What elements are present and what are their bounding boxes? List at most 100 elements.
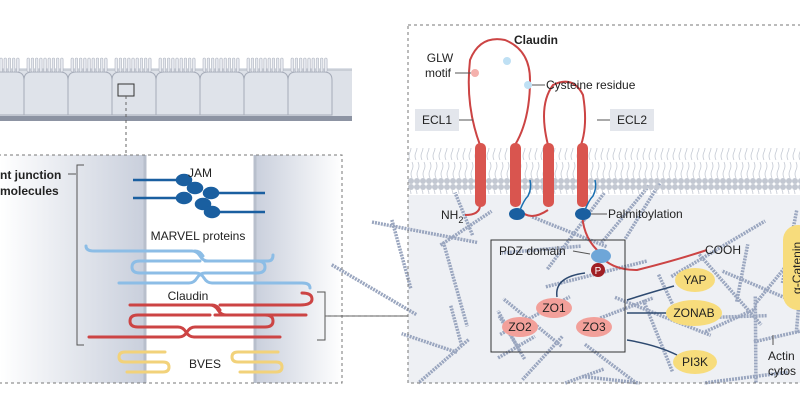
microvillus bbox=[79, 57, 83, 73]
actin-filament bbox=[581, 374, 640, 385]
group-label: molecules bbox=[0, 184, 59, 198]
microvillus bbox=[123, 57, 127, 73]
microvillus bbox=[320, 57, 324, 73]
epithelial-cell bbox=[243, 71, 289, 116]
actin-filament bbox=[546, 191, 606, 271]
actin-filament bbox=[734, 243, 750, 303]
claudin-molecule bbox=[87, 291, 314, 339]
microvillus bbox=[307, 57, 311, 73]
actin-filament bbox=[704, 306, 757, 334]
zo1-label: ZO1 bbox=[542, 301, 566, 315]
signal-arrows bbox=[626, 285, 678, 356]
microvillus bbox=[158, 57, 162, 73]
microvillus bbox=[114, 57, 118, 73]
epithelial-cell bbox=[67, 71, 113, 116]
microvillus bbox=[162, 57, 166, 73]
glw-label: motif bbox=[425, 66, 452, 80]
bves-label: BVES bbox=[189, 357, 221, 371]
microvillus bbox=[263, 57, 267, 73]
ecl1-label: ECL1 bbox=[422, 113, 452, 127]
epithelial-cell bbox=[0, 71, 25, 116]
microvillus bbox=[0, 57, 3, 73]
cell-membrane bbox=[408, 148, 800, 194]
actin-filament bbox=[439, 209, 493, 247]
microvillus bbox=[255, 57, 259, 73]
pdz-label: PDZ domain bbox=[499, 244, 566, 258]
microvillus bbox=[91, 57, 95, 73]
glw-motif-dot bbox=[471, 69, 479, 77]
actin-filament bbox=[600, 184, 651, 244]
marvel-molecule bbox=[84, 244, 312, 290]
catenin-label: α-Catenin bbox=[790, 242, 800, 294]
effectors: YAP ZONAB PI3K bbox=[666, 268, 722, 374]
microvillus bbox=[250, 57, 254, 73]
microvillus bbox=[303, 57, 307, 73]
microvillus bbox=[175, 57, 179, 73]
actin-label: Actin bbox=[768, 349, 795, 363]
epithelial-cell bbox=[23, 71, 69, 116]
alpha-catenin bbox=[783, 225, 800, 310]
microvillus bbox=[167, 57, 171, 73]
microvillus bbox=[202, 57, 206, 73]
palmitoylation-label: Palmitoylation bbox=[608, 207, 683, 221]
claudin-label: Claudin bbox=[168, 289, 209, 303]
jam-label: JAM bbox=[188, 166, 212, 180]
microvillus bbox=[315, 57, 320, 73]
ecl2-label: ECL2 bbox=[617, 113, 647, 127]
cooh-label: COOH bbox=[705, 243, 741, 257]
phosphorylation-badge bbox=[591, 263, 605, 277]
microvillus bbox=[271, 57, 276, 73]
microvillus bbox=[39, 57, 43, 73]
microvillus bbox=[35, 57, 39, 73]
microvillus bbox=[16, 57, 20, 73]
microvillus bbox=[223, 57, 227, 73]
actin-filament bbox=[697, 253, 763, 326]
microvillus bbox=[118, 57, 122, 73]
microvillus bbox=[183, 57, 187, 73]
epithelial-cell bbox=[155, 71, 201, 116]
pdz-box bbox=[490, 239, 626, 353]
microvillus bbox=[219, 57, 223, 73]
actin-filament bbox=[453, 191, 475, 236]
actin-filament bbox=[599, 296, 655, 320]
microvillus bbox=[294, 57, 299, 73]
zo-proteins: ZO1 ZO2 ZO3 bbox=[502, 298, 612, 337]
microvillus bbox=[227, 57, 231, 73]
microvillus bbox=[135, 57, 139, 73]
microvillus bbox=[324, 57, 328, 73]
microvillus bbox=[236, 57, 240, 73]
actin-filament bbox=[521, 335, 564, 381]
actin-filament bbox=[753, 296, 758, 384]
actin-filament bbox=[530, 214, 608, 249]
right-panel: Claudin GLW motif Cysteine residue ECL1 … bbox=[329, 24, 800, 385]
microvillus bbox=[104, 57, 108, 73]
microvillus bbox=[246, 57, 250, 73]
palmitoyl-groups bbox=[509, 208, 591, 220]
left-panel: nt junction molecules JAM MARVEL protein… bbox=[0, 154, 408, 384]
microvillus bbox=[148, 57, 152, 73]
microvillus bbox=[43, 57, 47, 73]
microvillus bbox=[206, 57, 210, 73]
epithelial-cell bbox=[199, 71, 245, 116]
actin-filament bbox=[497, 334, 536, 360]
microvillus bbox=[290, 57, 294, 73]
marvel-label: MARVEL proteins bbox=[151, 229, 246, 243]
yap-label: YAP bbox=[683, 273, 706, 287]
claudin-title: Claudin bbox=[514, 33, 558, 47]
microvillus bbox=[12, 57, 16, 73]
bves-molecule bbox=[117, 350, 284, 374]
microvillus bbox=[280, 57, 284, 73]
actin-filament bbox=[614, 295, 712, 337]
microvillus bbox=[127, 57, 131, 73]
actin-filament bbox=[417, 338, 470, 385]
microvillus bbox=[100, 57, 104, 73]
microvillus bbox=[83, 57, 87, 73]
microvillus bbox=[74, 57, 78, 73]
microvillus bbox=[232, 57, 236, 73]
microvillus bbox=[47, 57, 51, 73]
microvillus bbox=[311, 57, 315, 73]
zonab-label: ZONAB bbox=[673, 306, 714, 320]
microvillus bbox=[95, 57, 99, 73]
actin-filament bbox=[564, 367, 605, 385]
microvillus bbox=[188, 57, 192, 73]
